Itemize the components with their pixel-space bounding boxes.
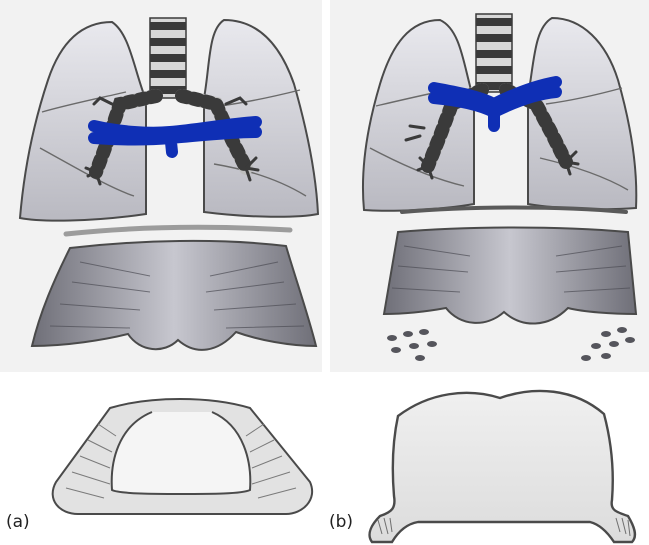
panel-a-cross-section-inner bbox=[112, 412, 251, 494]
panel-a-label: (a) bbox=[6, 512, 30, 532]
panel-b-label: (b) bbox=[329, 512, 353, 532]
panel-b-diaphragm-muscle bbox=[384, 228, 636, 324]
panel-b-trachea bbox=[476, 14, 512, 92]
panel-b-cross-section-dome bbox=[370, 391, 635, 542]
panel-a-diaphragm-muscle bbox=[32, 241, 316, 350]
panel-a-trachea bbox=[150, 18, 186, 98]
panel-a bbox=[0, 0, 322, 514]
panel-b bbox=[330, 0, 649, 542]
